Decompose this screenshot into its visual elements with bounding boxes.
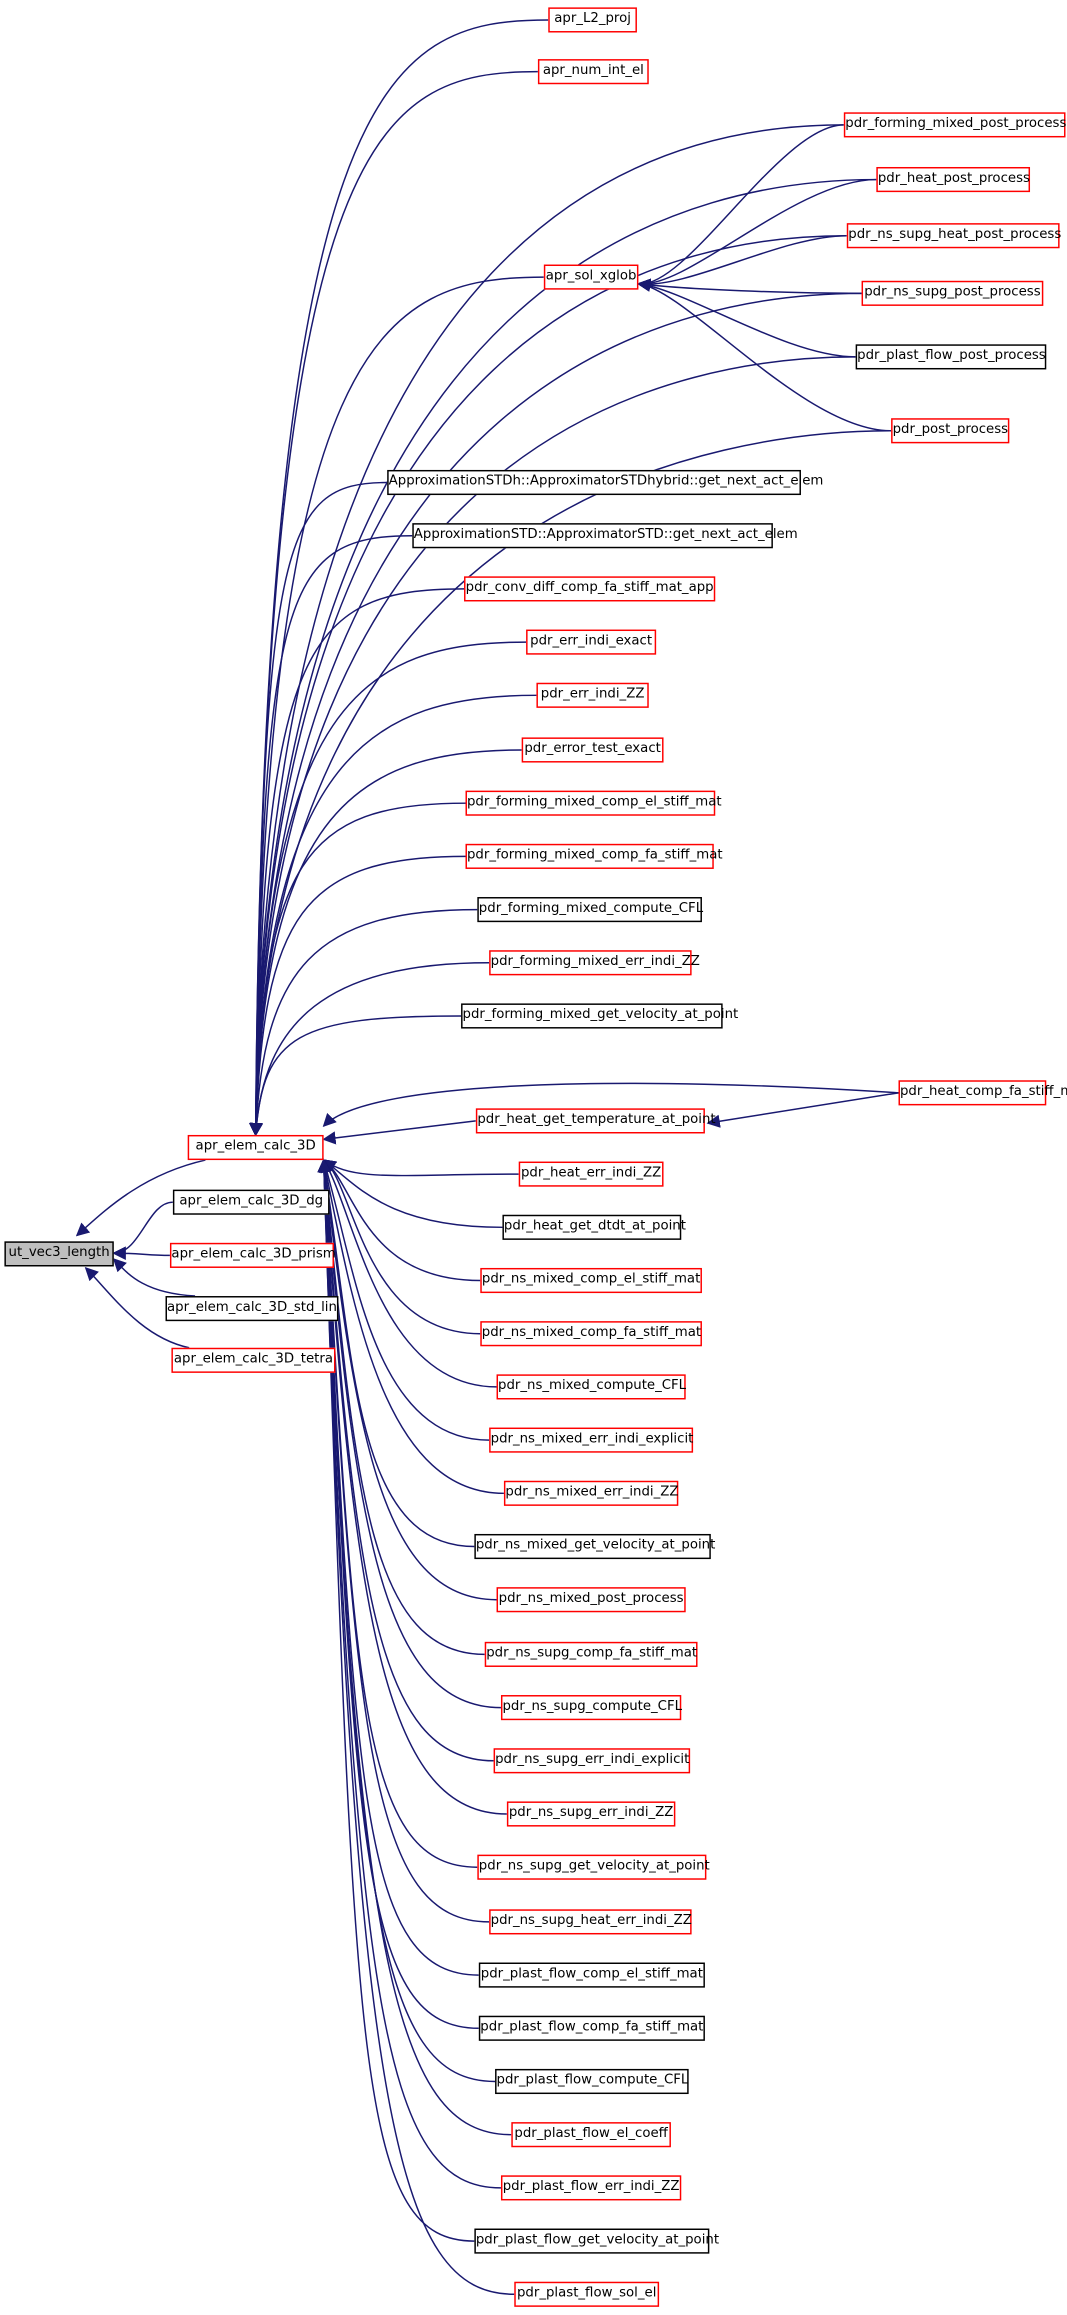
edge-pdr-ns-supg-err-indi-explicit-to-apr-elem-calc-3d — [317, 1158, 494, 1762]
edge-pdr-forming-mixed-compute-cfl-to-apr-elem-calc-3d — [249, 908, 478, 1137]
node-apr-l2-proj[interactable]: apr_L2_proj — [548, 7, 637, 33]
edge-pdr-forming-mixed-post-process-to-apr-elem-calc-3d — [249, 124, 844, 1137]
node-pdr-ns-supg-compute-cfl[interactable]: pdr_ns_supg_compute_CFL — [500, 1695, 682, 1721]
node-approximationstd-approximatorstd-get-next-act-elem[interactable]: ApproximationSTD::ApproximatorSTD::get_n… — [412, 523, 798, 549]
node-pdr-plast-flow-comp-fa-stiff-mat[interactable]: pdr_plast_flow_comp_fa_stiff_mat — [478, 2015, 705, 2041]
node-apr-elem-calc-3d-tetra[interactable]: apr_elem_calc_3D_tetra — [171, 1347, 336, 1373]
edge-pdr-heat-comp-fa-stiff-mat-to-apr-elem-calc-3d — [322, 1082, 899, 1128]
edge-pdr-plast-flow-comp-el-stiff-mat-to-apr-elem-calc-3d — [317, 1158, 479, 1976]
node-pdr-ns-supg-post-process[interactable]: pdr_ns_supg_post_process — [861, 280, 1044, 306]
edge-pdr-ns-supg-heat-post-process-to-apr-sol-xglob — [637, 234, 847, 292]
node-pdr-ns-supg-comp-fa-stiff-mat[interactable]: pdr_ns_supg_comp_fa_stiff_mat — [484, 1641, 698, 1667]
node-pdr-plast-flow-compute-cfl[interactable]: pdr_plast_flow_compute_CFL — [495, 2068, 689, 2095]
edge-pdr-plast-flow-err-indi-zz-to-apr-elem-calc-3d — [317, 1158, 501, 2189]
edge-pdr-ns-mixed-post-process-to-apr-elem-calc-3d — [318, 1158, 497, 1601]
edge-pdr-ns-supg-comp-fa-stiff-mat-to-apr-elem-calc-3d — [318, 1158, 485, 1656]
edge-pdr-ns-supg-post-process-to-apr-elem-calc-3d — [249, 292, 862, 1137]
node-pdr-ns-mixed-compute-cfl[interactable]: pdr_ns_mixed_compute_CFL — [496, 1374, 686, 1400]
node-pdr-plast-flow-post-process[interactable]: pdr_plast_flow_post_process — [855, 344, 1047, 370]
edge-pdr-ns-supg-heat-err-indi-zz-to-apr-elem-calc-3d — [317, 1158, 490, 1923]
edge-pdr-forming-mixed-get-velocity-at-point-to-apr-elem-calc-3d — [249, 1015, 462, 1137]
node-apr-elem-calc-3d-dg[interactable]: apr_elem_calc_3D_dg — [172, 1189, 330, 1215]
node-pdr-forming-mixed-comp-fa-stiff-mat[interactable]: pdr_forming_mixed_comp_fa_stiff_mat — [465, 843, 723, 869]
node-pdr-plast-flow-sol-el[interactable]: pdr_plast_flow_sol_el — [514, 2281, 660, 2307]
edge-pdr-plast-flow-get-velocity-at-point-to-apr-elem-calc-3d — [317, 1158, 475, 2242]
node-pdr-post-process[interactable]: pdr_post_process — [891, 418, 1010, 444]
edge-pdr-forming-mixed-comp-fa-stiff-mat-to-apr-elem-calc-3d — [249, 855, 466, 1137]
node-pdr-error-test-exact[interactable]: pdr_error_test_exact — [521, 737, 664, 763]
edge-apr-elem-calc-3d-to-ut-vec3-length — [75, 1159, 206, 1237]
edge-pdr-ns-mixed-comp-fa-stiff-mat-to-apr-elem-calc-3d — [322, 1159, 481, 1335]
edge-pdr-ns-supg-err-indi-zz-to-apr-elem-calc-3d — [317, 1158, 507, 1815]
node-pdr-ns-supg-err-indi-explicit[interactable]: pdr_ns_supg_err_indi_explicit — [493, 1748, 691, 1774]
node-pdr-ns-mixed-comp-el-stiff-mat[interactable]: pdr_ns_mixed_comp_el_stiff_mat — [480, 1267, 702, 1294]
node-pdr-heat-get-temperature-at-point[interactable]: pdr_heat_get_temperature_at_point — [475, 1108, 716, 1134]
edge-pdr-error-test-exact-to-apr-elem-calc-3d — [249, 749, 522, 1137]
node-pdr-heat-post-process[interactable]: pdr_heat_post_process — [876, 166, 1031, 193]
edge-pdr-heat-get-temperature-at-point-to-apr-elem-calc-3d — [322, 1120, 476, 1145]
edge-pdr-ns-mixed-err-indi-zz-to-apr-elem-calc-3d — [319, 1158, 504, 1495]
node-apr-sol-xglob[interactable]: apr_sol_xglob — [543, 264, 639, 290]
edge-approximationstdh-approximatorstdhybrid-get-next-act-elem-to-apr-elem-calc-3d — [249, 481, 388, 1137]
node-pdr-ns-supg-get-velocity-at-point[interactable]: pdr_ns_supg_get_velocity_at_point — [477, 1854, 710, 1880]
node-pdr-heat-comp-fa-stiff-mat[interactable]: pdr_heat_comp_fa_stiff_mat — [898, 1080, 1067, 1106]
edge-pdr-ns-supg-post-process-to-apr-sol-xglob — [637, 278, 862, 295]
edge-approximationstd-approximatorstd-get-next-act-elem-to-apr-elem-calc-3d — [249, 534, 413, 1137]
edge-pdr-err-indi-exact-to-apr-elem-calc-3d — [249, 641, 527, 1137]
node-pdr-plast-flow-get-velocity-at-point[interactable]: pdr_plast_flow_get_velocity_at_point — [474, 2228, 719, 2254]
edge-pdr-plast-flow-el-coeff-to-apr-elem-calc-3d — [317, 1158, 512, 2136]
edge-pdr-ns-mixed-err-indi-explicit-to-apr-elem-calc-3d — [320, 1158, 490, 1441]
node-pdr-forming-mixed-err-indi-zz[interactable]: pdr_forming_mixed_err_indi_ZZ — [489, 950, 700, 976]
edge-pdr-heat-post-process-to-apr-elem-calc-3d — [249, 178, 877, 1137]
edge-pdr-heat-post-process-to-apr-sol-xglob — [637, 178, 877, 292]
node-apr-elem-calc-3d[interactable]: apr_elem_calc_3D — [187, 1134, 324, 1161]
edge-pdr-plast-flow-post-process-to-apr-sol-xglob — [637, 278, 856, 358]
node-pdr-heat-err-indi-zz[interactable]: pdr_heat_err_indi_ZZ — [518, 1161, 664, 1187]
edge-pdr-ns-mixed-compute-cfl-to-apr-elem-calc-3d — [322, 1158, 497, 1388]
node-apr-elem-calc-3d-prism[interactable]: apr_elem_calc_3D_prism — [169, 1242, 336, 1268]
node-pdr-forming-mixed-compute-cfl[interactable]: pdr_forming_mixed_compute_CFL — [477, 897, 703, 923]
node-pdr-plast-flow-err-indi-zz[interactable]: pdr_plast_flow_err_indi_ZZ — [500, 2175, 682, 2201]
node-pdr-ns-mixed-comp-fa-stiff-mat[interactable]: pdr_ns_mixed_comp_fa_stiff_mat — [480, 1321, 702, 1347]
node-pdr-ns-supg-heat-post-process[interactable]: pdr_ns_supg_heat_post_process — [846, 223, 1061, 249]
node-pdr-forming-mixed-post-process[interactable]: pdr_forming_mixed_post_process — [843, 112, 1066, 138]
node-pdr-heat-get-dtdt-at-point[interactable]: pdr_heat_get_dtdt_at_point — [502, 1214, 686, 1240]
edge-pdr-forming-mixed-comp-el-stiff-mat-to-apr-elem-calc-3d — [249, 802, 466, 1137]
node-pdr-ns-supg-err-indi-zz[interactable]: pdr_ns_supg_err_indi_ZZ — [506, 1801, 676, 1827]
edge-pdr-plast-flow-sol-el-to-apr-elem-calc-3d — [317, 1158, 515, 2296]
edge-apr-elem-calc-3d-prism-to-ut-vec3-length — [112, 1246, 170, 1260]
node-pdr-plast-flow-el-coeff[interactable]: pdr_plast_flow_el_coeff — [511, 2122, 671, 2148]
edge-pdr-conv-diff-comp-fa-stiff-mat-app-to-apr-elem-calc-3d — [249, 588, 465, 1137]
edge-pdr-ns-supg-heat-post-process-to-apr-elem-calc-3d — [249, 234, 847, 1137]
node-pdr-ns-mixed-post-process[interactable]: pdr_ns_mixed_post_process — [496, 1587, 686, 1613]
node-apr-elem-calc-3d-std-lin[interactable]: apr_elem_calc_3D_std_lin — [165, 1296, 339, 1322]
node-pdr-forming-mixed-comp-el-stiff-mat[interactable]: pdr_forming_mixed_comp_el_stiff_mat — [465, 790, 722, 816]
edge-pdr-post-process-to-apr-sol-xglob — [637, 278, 892, 432]
node-pdr-conv-diff-comp-fa-stiff-mat-app[interactable]: pdr_conv_diff_comp_fa_stiff_mat_app — [464, 576, 716, 602]
node-pdr-err-indi-zz[interactable]: pdr_err_indi_ZZ — [536, 682, 649, 708]
node-approximationstdh-approximatorstdhybrid-get-next-act-elem[interactable]: ApproximationSTDh::ApproximatorSTDhybrid… — [387, 469, 823, 496]
edge-pdr-heat-comp-fa-stiff-mat-to-pdr-heat-get-temperature-at-point — [706, 1092, 899, 1128]
node-pdr-err-indi-exact[interactable]: pdr_err_indi_exact — [526, 629, 657, 655]
edge-apr-sol-xglob-to-apr-elem-calc-3d — [249, 276, 544, 1137]
node-apr-num-int-el[interactable]: apr_num_int_el — [537, 59, 649, 85]
node-pdr-ns-mixed-err-indi-zz[interactable]: pdr_ns_mixed_err_indi_ZZ — [503, 1480, 678, 1506]
node-pdr-ns-mixed-get-velocity-at-point[interactable]: pdr_ns_mixed_get_velocity_at_point — [474, 1533, 715, 1560]
edge-apr-elem-calc-3d-tetra-to-ut-vec3-length — [84, 1267, 190, 1349]
edge-pdr-ns-mixed-get-velocity-at-point-to-apr-elem-calc-3d — [318, 1158, 475, 1548]
edge-pdr-forming-mixed-post-process-to-apr-sol-xglob — [637, 124, 844, 292]
node-pdr-ns-mixed-err-indi-explicit[interactable]: pdr_ns_mixed_err_indi_explicit — [489, 1427, 693, 1453]
node-pdr-plast-flow-comp-el-stiff-mat[interactable]: pdr_plast_flow_comp_el_stiff_mat — [478, 1962, 705, 1988]
edge-apr-elem-calc-3d-std-lin-to-ut-vec3-length — [112, 1258, 196, 1297]
node-pdr-ns-supg-heat-err-indi-zz[interactable]: pdr_ns_supg_heat_err_indi_ZZ — [489, 1909, 692, 1935]
node-ut-vec3-length: ut_vec3_length — [4, 1241, 114, 1267]
node-pdr-forming-mixed-get-velocity-at-point[interactable]: pdr_forming_mixed_get_velocity_at_point — [461, 1003, 738, 1029]
